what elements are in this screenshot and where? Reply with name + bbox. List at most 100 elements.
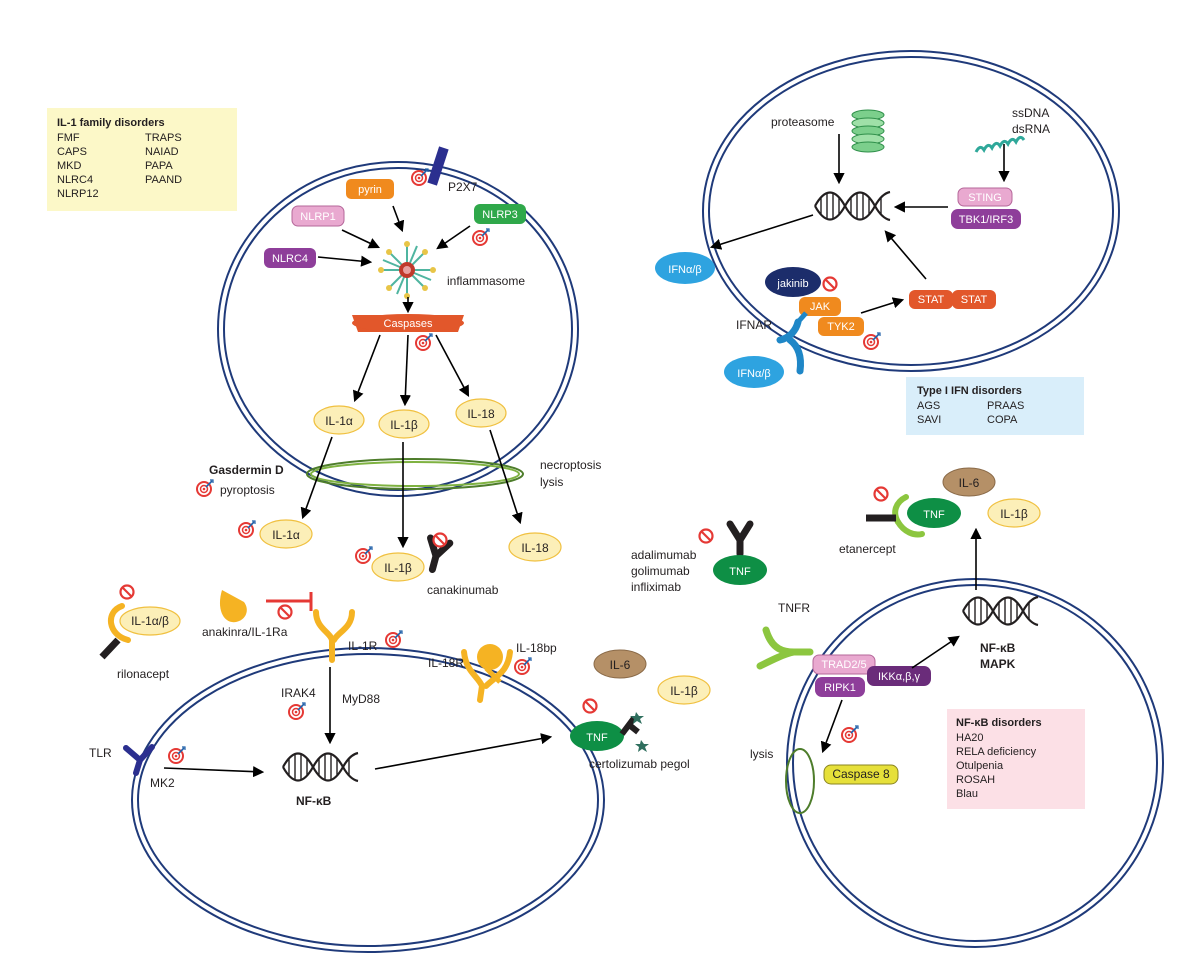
- nfkb-disorder-item: Otulpenia: [956, 760, 1004, 772]
- il18r-label: IL-18R: [428, 656, 464, 670]
- etanercept-fusion: [866, 494, 925, 538]
- il1b-middle: IL-1β: [657, 675, 711, 705]
- nlrp3-label: NLRP3: [482, 209, 517, 221]
- cytokine-output-arrow: [374, 733, 553, 770]
- tbk1-box: TBK1/IRF3: [951, 209, 1021, 229]
- ifn-disorders-title: Type I IFN disorders: [917, 385, 1022, 397]
- il1-disorder-item: NAIAD: [145, 146, 179, 158]
- il1-disorder-item: MKD: [57, 160, 82, 172]
- il1b-right: IL-1β: [987, 498, 1041, 528]
- il1r-receptor: [313, 609, 355, 663]
- target-icon: [288, 702, 306, 720]
- tnfr-label: TNFR: [778, 601, 810, 615]
- il1a-released: IL-1α: [259, 519, 313, 549]
- anakinra-ligand: [219, 590, 247, 623]
- nlrc4-label: NLRC4: [272, 253, 308, 265]
- pyroptosis-label: pyroptosis: [220, 483, 275, 497]
- p2x7-receptor: [427, 146, 449, 186]
- rilonacept-trap: IL-1α/β: [99, 603, 181, 660]
- il1r-label: IL-1R: [348, 639, 378, 653]
- ifn-released: IFNα/β: [655, 252, 715, 284]
- inhibit-icon: [698, 528, 714, 544]
- nfkb-disorder-item: ROSAH: [956, 774, 995, 786]
- tnf-middle-label: TNF: [586, 732, 608, 744]
- il1-disorder-item: NLRC4: [57, 174, 93, 186]
- caspases-label: Caspases: [384, 318, 433, 330]
- tyk2-label: TYK2: [827, 321, 855, 333]
- tnf-right: TNF: [907, 498, 961, 528]
- il18-released-label: IL-18: [521, 541, 549, 555]
- target-icon: [415, 333, 433, 351]
- caspase8-label: Caspase 8: [832, 767, 890, 781]
- il1-disorder-item: NLRP12: [57, 188, 99, 200]
- jakinib-label: jakinib: [776, 278, 808, 290]
- membrane-pore: [785, 748, 815, 814]
- inflammasome-label: inflammasome: [447, 274, 525, 288]
- nlrc4-box: NLRC4: [264, 248, 316, 268]
- target-icon: [863, 332, 881, 350]
- nfkb-disorders-box: NF-κB disorders HA20 RELA deficiency Otu…: [947, 709, 1085, 809]
- il1-disorders-title: IL-1 family disorders: [57, 117, 165, 129]
- ifnar-receptor: [776, 311, 808, 375]
- infliximab-label: infliximab: [631, 580, 681, 594]
- il18r-receptor: [461, 644, 513, 703]
- il18-released: IL-18: [508, 532, 562, 562]
- nfkb-disorders-title: NF-κB disorders: [956, 717, 1042, 729]
- target-icon: [355, 546, 373, 564]
- inhibit-icon: [873, 486, 889, 502]
- inhibit-icon: [119, 584, 135, 600]
- sting-box: STING: [957, 187, 1013, 207]
- trad-box: TRAD2/5: [812, 654, 876, 675]
- inhibit-icon: [277, 604, 293, 620]
- certolizumab-label: certolizumab pegol: [589, 757, 690, 771]
- jak-box: JAK: [799, 297, 841, 316]
- tnf-cell-membrane: [786, 578, 1164, 948]
- inflammasome-complex: [378, 241, 436, 299]
- tnf-upper: TNF: [713, 555, 767, 585]
- il1-disorder-item: FMF: [57, 132, 80, 144]
- necroptosis-label: necroptosis: [540, 458, 601, 472]
- gasdermin-label: Gasdermin D: [209, 463, 284, 477]
- ifn-disorder-item: COPA: [987, 414, 1018, 426]
- il1a-intracellular: IL-1α: [313, 405, 365, 435]
- target-icon: [238, 520, 256, 538]
- nfkb-disorder-item: Blau: [956, 788, 978, 800]
- target-icon: [385, 630, 403, 648]
- mk2-label: MK2: [150, 776, 175, 790]
- pyrin-label: pyrin: [358, 184, 382, 196]
- il1-disorder-item: CAPS: [57, 146, 87, 158]
- caspase8-box: Caspase 8: [823, 764, 899, 785]
- il1b-label: IL-1β: [390, 418, 418, 432]
- rilonacept-label: rilonacept: [117, 667, 170, 681]
- il1b-intracellular: IL-1β: [378, 409, 430, 439]
- tyk2-box: TYK2: [818, 317, 864, 336]
- ifn-arrows: [709, 134, 1010, 314]
- il1a-released-label: IL-1α: [272, 528, 300, 542]
- stat1-label: STAT: [918, 294, 945, 306]
- ripk1-label: RIPK1: [824, 682, 856, 694]
- ifn-released-label: IFNα/β: [668, 264, 701, 276]
- ifn-disorder-item: AGS: [917, 400, 940, 412]
- tnf-antibody: [730, 524, 750, 554]
- dsrna-label: dsRNA: [1012, 122, 1050, 136]
- il1-disorder-item: PAPA: [145, 160, 173, 172]
- ifn-disorders-box: Type I IFN disorders AGS SAVI PRAAS COPA: [906, 377, 1084, 435]
- inhibit-icon: [582, 698, 598, 714]
- target-icon: [841, 725, 859, 743]
- target-icon: [411, 168, 429, 186]
- target-icon: [168, 746, 186, 764]
- nucleic-acid-icon: [974, 135, 1026, 153]
- tnf-upper-label: TNF: [729, 566, 751, 578]
- ssdna-label: ssDNA: [1012, 106, 1049, 120]
- proteasome-label: proteasome: [771, 115, 835, 129]
- nlrp1-label: NLRP1: [300, 211, 335, 223]
- trad-label: TRAD2/5: [821, 659, 866, 671]
- ifn-cell-membrane: [702, 50, 1120, 372]
- dna-icon: [813, 190, 892, 222]
- tlr-receptor: [123, 744, 155, 776]
- il6-right-label: IL-6: [959, 476, 980, 490]
- golimumab-label: golimumab: [631, 564, 690, 578]
- il1b-middle-label: IL-1β: [670, 684, 698, 698]
- nfkb-disorder-item: RELA deficiency: [956, 746, 1037, 758]
